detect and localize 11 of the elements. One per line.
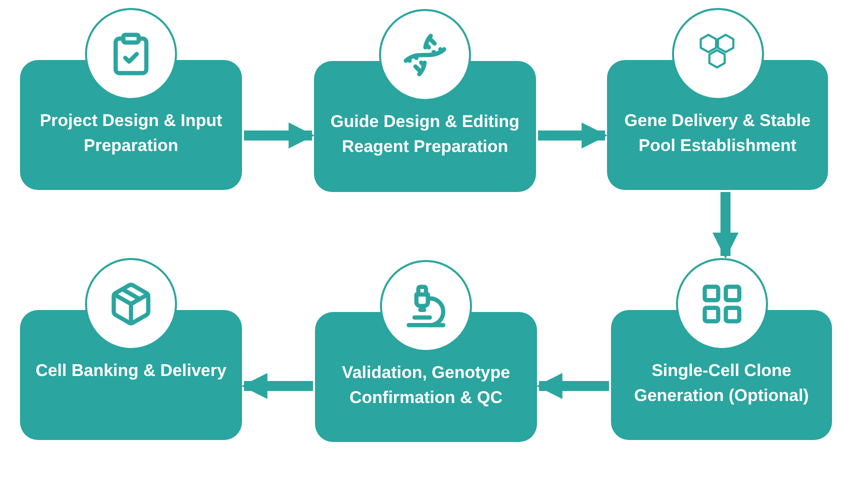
step-label: Guide Design & Editing Reagent Preparation xyxy=(330,111,520,158)
arrow xyxy=(241,373,313,399)
step-label: Single-Cell Clone Generation (Optional) xyxy=(633,360,810,407)
arrow xyxy=(244,122,315,148)
step-label: Gene Delivery & Stable Pool Establishment xyxy=(623,110,812,157)
step-label: Cell Banking & Delivery xyxy=(36,360,226,382)
arrow xyxy=(536,373,609,399)
step-label: Project Design & Input Preparation xyxy=(38,110,224,157)
arrow xyxy=(538,122,608,148)
step-label: Validation, Genotype Confirmation & QC xyxy=(340,362,512,409)
arrow xyxy=(712,192,738,259)
